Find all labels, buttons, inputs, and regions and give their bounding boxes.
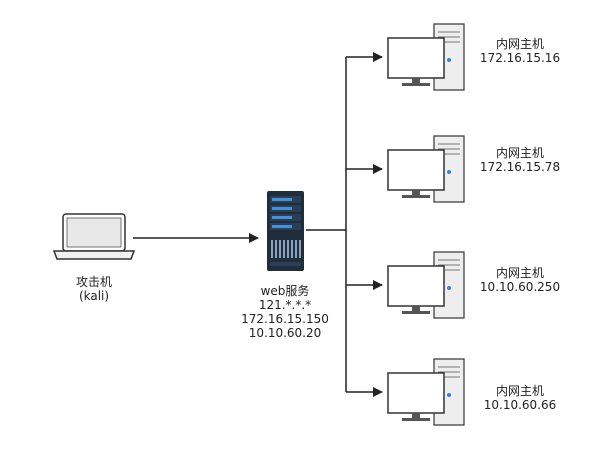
attacker-name: 攻击机 xyxy=(75,275,112,289)
host-ip: 172.16.15.78 xyxy=(479,160,561,174)
host-label-3: 内网主机 10.10.60.250 xyxy=(470,266,570,294)
host-label-4: 内网主机 10.10.60.66 xyxy=(470,384,570,412)
desktop-computer-icon xyxy=(387,358,465,426)
host-name: 内网主机 xyxy=(495,266,544,280)
host-name: 内网主机 xyxy=(495,146,544,160)
attacker-label: 攻击机 (kali) xyxy=(44,275,144,303)
host-ip: 172.16.15.16 xyxy=(479,51,561,65)
desktop-computer-icon xyxy=(387,251,465,319)
host-name: 内网主机 xyxy=(495,37,544,51)
desktop-computer-icon xyxy=(387,23,465,91)
server-ip-public: 121.*.*.* xyxy=(258,298,312,312)
host-label-1: 内网主机 172.16.15.16 xyxy=(470,37,570,65)
laptop-icon xyxy=(52,213,136,260)
server-name: web服务 xyxy=(260,284,310,298)
host-ip: 10.10.60.250 xyxy=(479,280,561,294)
server-ip-lan-1: 172.16.15.150 xyxy=(241,312,329,326)
connections xyxy=(133,52,383,397)
host-name: 内网主机 xyxy=(495,384,544,398)
server-ip-lan-2: 10.10.60.20 xyxy=(248,326,322,340)
server-rack-icon xyxy=(267,191,304,271)
desktop-computer-icon xyxy=(387,135,465,203)
host-label-2: 内网主机 172.16.15.78 xyxy=(470,146,570,174)
server-label: web服务 121.*.*.* 172.16.15.150 10.10.60.2… xyxy=(230,284,340,340)
attacker-os: (kali) xyxy=(78,289,110,303)
hosts-layer xyxy=(387,23,465,426)
host-ip: 10.10.60.66 xyxy=(483,398,557,412)
